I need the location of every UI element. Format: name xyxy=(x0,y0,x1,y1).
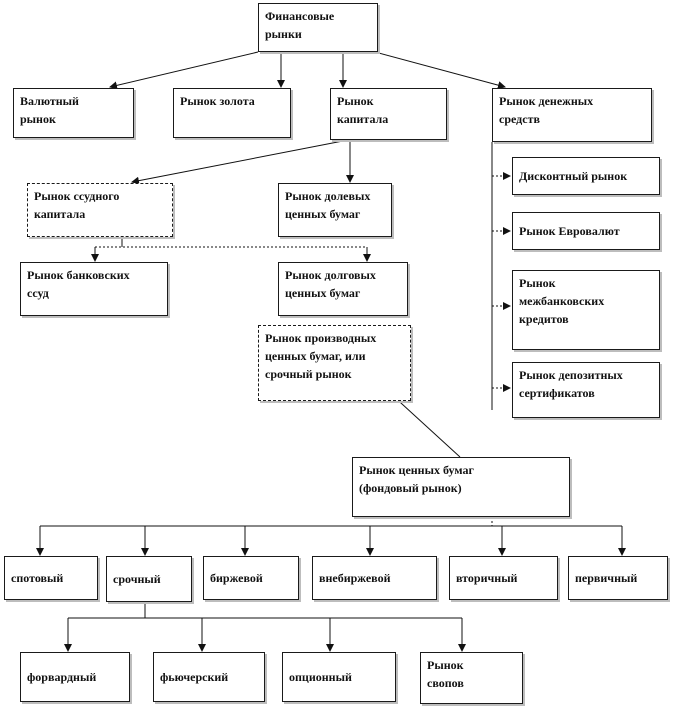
node-term: срочный xyxy=(106,556,192,602)
node-eurocurrency-market: Рынок Евровалют xyxy=(512,212,660,250)
node-currency-market: Валютный рынок xyxy=(13,88,134,138)
node-deposit-certificates-market: Рынок депозитных сертификатов xyxy=(512,362,660,418)
node-discount-market: Дисконтный рынок xyxy=(512,157,660,195)
node-debt-securities-market: Рынок долговых ценных бумаг xyxy=(278,262,408,316)
edge-securities-derivatives xyxy=(389,392,461,458)
node-securities-market: Рынок ценных бумаг (фондовый рынок) xyxy=(352,457,570,517)
node-money-market: Рынок денежных средств xyxy=(492,88,652,142)
node-option: опционный xyxy=(282,652,396,702)
node-forward: форвардный xyxy=(20,652,130,702)
edge-root-currency xyxy=(109,51,259,90)
node-primary: первичный xyxy=(568,556,668,600)
node-futures: фьючерский xyxy=(153,652,265,702)
node-loan-capital-market: Рынок ссудного капитала xyxy=(27,183,173,237)
node-bank-loans-market: Рынок банковских ссуд xyxy=(20,262,168,316)
node-otc: внебиржевой xyxy=(312,556,437,600)
node-equity-securities-market: Рынок долевых ценных бумаг xyxy=(278,183,392,237)
node-swaps-market: Рынок свопов xyxy=(420,652,523,704)
node-gold-market: Рынок золота xyxy=(173,88,291,138)
edge-capital-loan xyxy=(131,139,349,185)
node-secondary: вторичный xyxy=(449,556,558,600)
node-financial-markets: Финансовые рынки xyxy=(258,3,378,52)
node-interbank-credit-market: Рынок межбанковских кредитов xyxy=(512,270,660,350)
node-spot: спотовый xyxy=(4,556,98,600)
node-exchange: биржевой xyxy=(203,556,299,600)
node-capital-market: Рынок капитала xyxy=(330,88,447,140)
node-derivatives-market: Рынок производных ценных бумаг, или сроч… xyxy=(258,325,411,401)
edge-root-money xyxy=(374,51,506,90)
